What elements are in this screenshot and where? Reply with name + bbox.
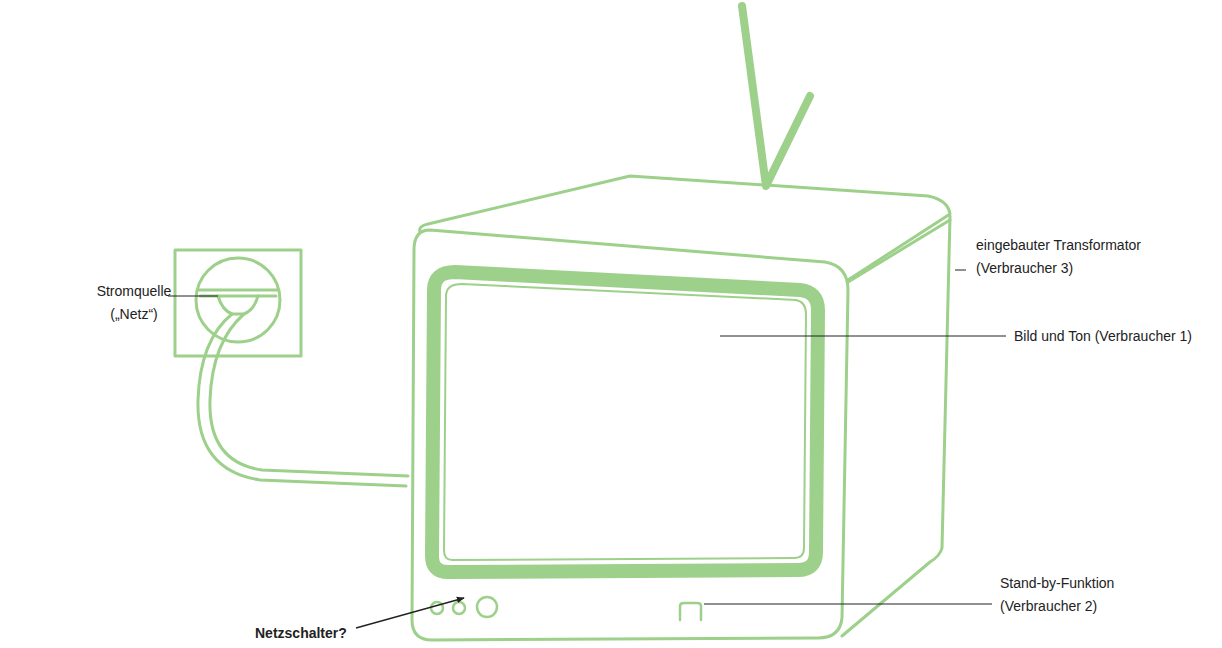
tv-screen xyxy=(432,272,818,572)
plug xyxy=(198,290,278,296)
tv-front xyxy=(412,230,848,640)
tv-side xyxy=(842,216,950,636)
button xyxy=(453,602,465,614)
tv-screen-inner xyxy=(444,284,806,560)
cable xyxy=(210,314,408,476)
power-switch xyxy=(477,597,497,617)
callout-label: eingebauter Transformator (Verbraucher 3… xyxy=(976,234,1176,280)
callout-label: Bild und Ton (Verbraucher 1) xyxy=(1014,325,1222,348)
antenna xyxy=(742,6,810,186)
cable xyxy=(198,314,406,486)
leader-line xyxy=(720,336,1006,337)
callout-label: Stromquelle („Netz“) xyxy=(92,280,176,326)
callout-label: Netzschalter? xyxy=(255,622,375,645)
callout-label: Stand-by-Funktion (Verbraucher 2) xyxy=(1000,572,1140,618)
wall-socket xyxy=(175,250,301,356)
tv-edge xyxy=(848,220,950,282)
leader-line xyxy=(955,270,966,271)
leader-line xyxy=(168,296,218,297)
leader-arrow xyxy=(356,598,464,628)
plug-body xyxy=(218,296,258,314)
standby-sensor xyxy=(680,603,701,620)
socket-circle xyxy=(196,258,280,342)
leader-line xyxy=(704,604,992,605)
